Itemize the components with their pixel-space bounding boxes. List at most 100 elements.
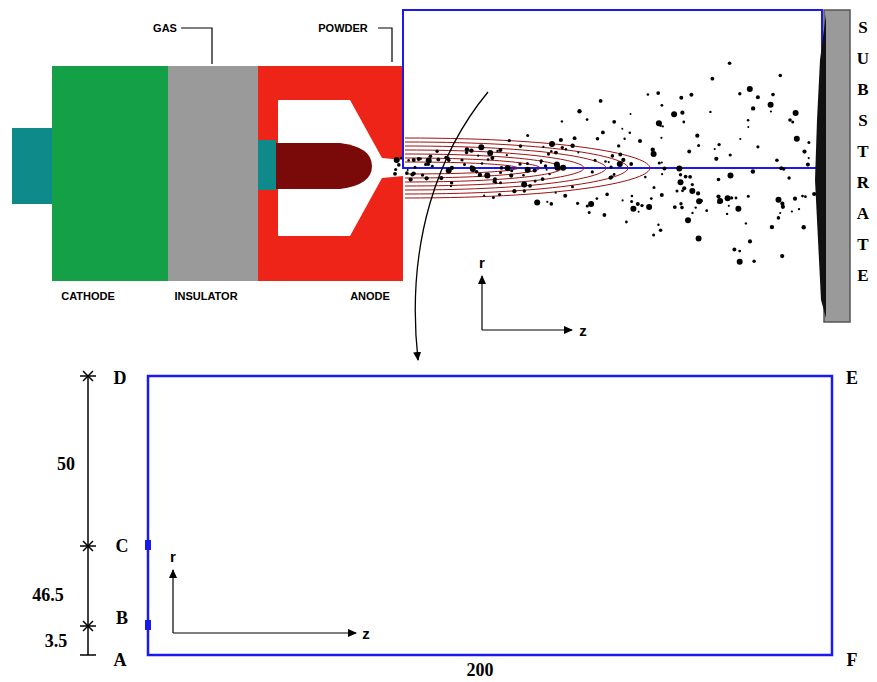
z-axis-domain — [173, 632, 356, 633]
particle — [756, 145, 759, 148]
corner-label: D — [114, 369, 127, 387]
particle — [407, 169, 409, 171]
particle — [596, 197, 599, 200]
particle — [725, 195, 731, 201]
particle — [663, 167, 667, 171]
particle — [697, 144, 700, 147]
particle — [732, 247, 736, 251]
particle — [738, 92, 741, 95]
particle — [450, 185, 452, 187]
particle — [576, 202, 579, 205]
particle — [656, 120, 662, 126]
particle — [533, 168, 537, 172]
particle — [671, 111, 677, 117]
particle — [439, 176, 443, 180]
plasma-contour — [405, 162, 518, 174]
zoom-arrow — [415, 92, 488, 360]
particle — [781, 205, 785, 209]
particle — [691, 212, 693, 214]
particle — [747, 195, 750, 198]
particle — [490, 156, 494, 160]
particle — [745, 222, 747, 224]
particle — [717, 198, 723, 204]
particle — [630, 113, 632, 115]
particle — [561, 146, 564, 149]
particle — [435, 150, 438, 153]
particle — [658, 161, 661, 164]
particle — [691, 183, 694, 186]
particle — [586, 118, 589, 121]
particle — [676, 189, 679, 192]
particle — [779, 166, 783, 170]
part-label: SUBSTRATE — [854, 12, 873, 291]
particle — [729, 153, 732, 156]
part-label: INSULATOR — [174, 291, 237, 302]
particle — [554, 162, 560, 168]
particle — [787, 176, 790, 179]
particle — [735, 197, 738, 200]
corner-label: F — [847, 651, 858, 669]
particle — [478, 173, 482, 177]
particle — [717, 178, 721, 182]
particle — [717, 143, 720, 146]
particle — [625, 221, 628, 224]
particle — [546, 169, 548, 171]
particle — [560, 165, 566, 171]
particle — [414, 166, 417, 169]
particle — [548, 173, 550, 175]
particle — [596, 137, 600, 141]
particle — [526, 162, 529, 165]
particle — [483, 194, 485, 196]
particle — [756, 95, 760, 99]
dimension-ticks — [80, 371, 96, 655]
dimension-label: 3.5 — [45, 632, 68, 650]
particle — [650, 197, 653, 200]
particle — [679, 173, 682, 176]
particle — [770, 225, 774, 229]
particle — [470, 166, 476, 172]
particle — [400, 157, 402, 159]
particle — [481, 162, 484, 165]
axis-label: z — [579, 323, 587, 338]
particle — [588, 201, 594, 207]
particle — [728, 62, 732, 66]
particle — [682, 121, 685, 124]
particle — [610, 166, 613, 169]
particle — [738, 250, 741, 253]
particle — [751, 106, 755, 110]
particle — [509, 174, 513, 178]
particle — [802, 150, 806, 154]
plasma-contour — [405, 150, 584, 186]
inlet-mark-c — [145, 540, 151, 550]
particle — [521, 182, 527, 188]
particle — [561, 120, 563, 122]
particle — [565, 148, 568, 151]
corner-label: B — [116, 609, 128, 627]
axis-label: r — [170, 549, 176, 564]
particle — [661, 104, 664, 107]
particle — [696, 198, 702, 204]
particle — [425, 176, 429, 180]
particle — [676, 166, 682, 172]
particle — [696, 191, 700, 195]
particle — [608, 161, 610, 163]
particle — [409, 178, 413, 182]
particle — [405, 171, 409, 175]
cathode-holder — [258, 140, 276, 190]
particle — [651, 151, 657, 157]
particle — [798, 208, 800, 210]
particle — [588, 211, 591, 214]
particle — [573, 136, 577, 140]
particle — [638, 211, 640, 213]
particle — [638, 139, 642, 143]
particle — [779, 74, 783, 78]
particle — [629, 162, 633, 166]
particle — [460, 158, 463, 161]
particle — [653, 186, 656, 189]
particle — [534, 179, 537, 182]
particle — [747, 119, 750, 122]
particle — [559, 138, 563, 142]
axis-label: r — [479, 255, 485, 270]
particle — [751, 169, 755, 173]
plasma-contour — [405, 142, 628, 194]
